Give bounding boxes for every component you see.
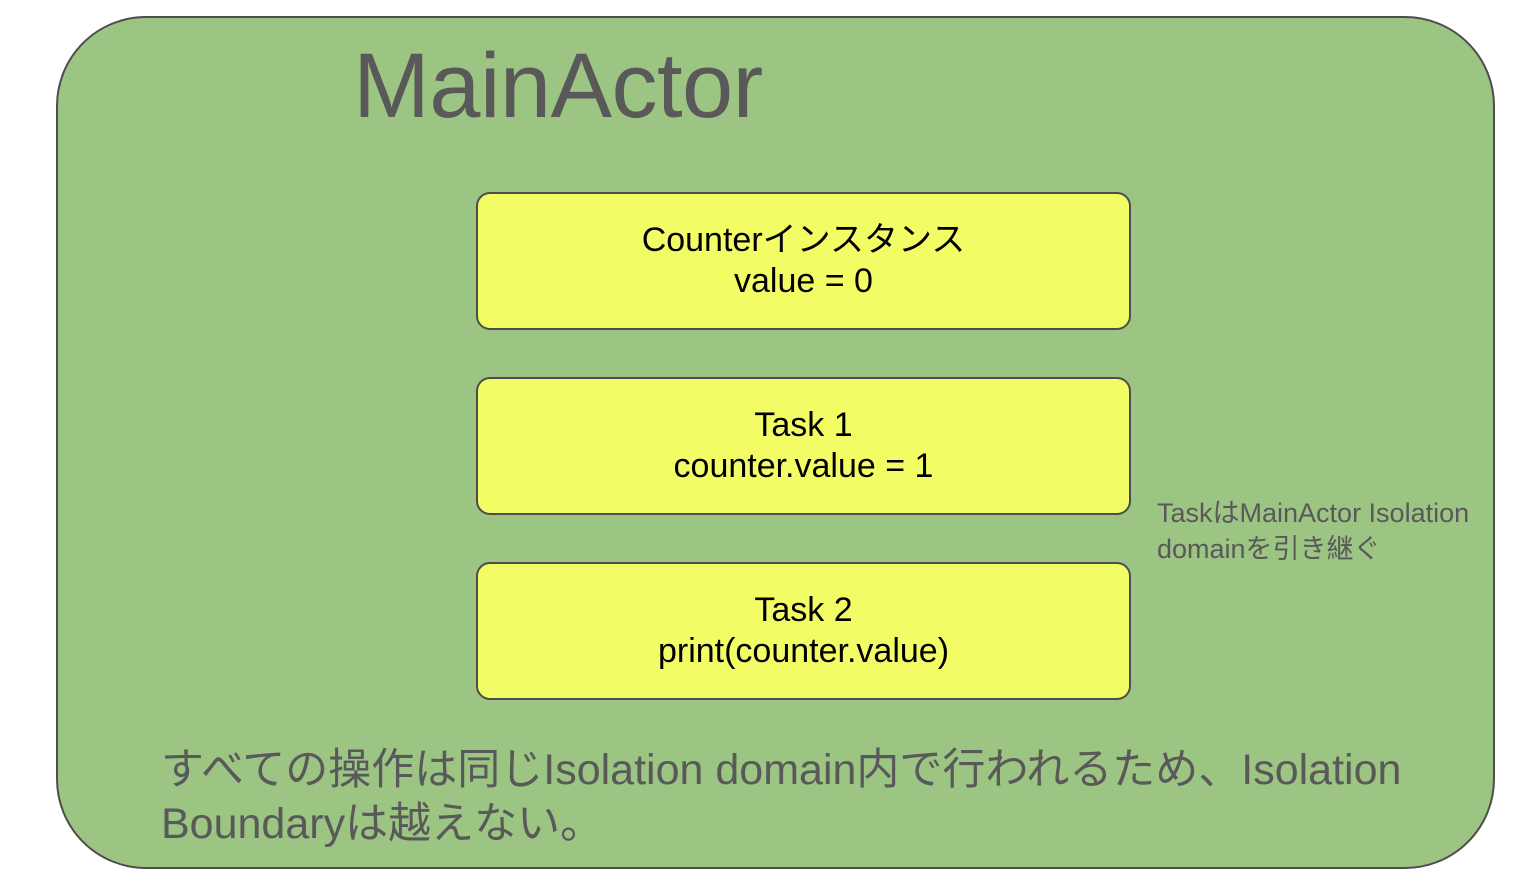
task-2-statement: print(counter.value) [657, 632, 950, 670]
main-actor-title: MainActor [353, 35, 763, 137]
isolation-summary-note: すべての操作は同じIsolation domain内で行われるため、Isolat… [161, 743, 1451, 851]
task-1-label: Task 1 [754, 406, 853, 444]
task-inheritance-note: TaskはMainActor Isolation domainを引き継ぐ [1157, 495, 1517, 567]
counter-instance-box: Counterインスタンス value = 0 [476, 192, 1131, 330]
task-1-box: Task 1 counter.value = 1 [476, 377, 1131, 515]
task-2-box: Task 2 print(counter.value) [476, 562, 1131, 700]
counter-instance-label: Counterインスタンス [641, 221, 966, 259]
task-inheritance-note-line-2: domainを引き継ぐ [1157, 534, 1381, 564]
task-inheritance-note-line-1: TaskはMainActor Isolation [1157, 498, 1470, 528]
task-1-statement: counter.value = 1 [673, 447, 934, 485]
task-2-label: Task 2 [754, 591, 853, 629]
isolation-summary-note-line-1: すべての操作は同じIsolation domain内で行われるため、Isolat… [161, 746, 1402, 794]
counter-instance-value: value = 0 [734, 262, 873, 300]
main-actor-container: MainActor Counterインスタンス value = 0 Task 1… [56, 16, 1495, 869]
isolation-summary-note-line-2: Boundaryは越えない。 [161, 800, 604, 848]
